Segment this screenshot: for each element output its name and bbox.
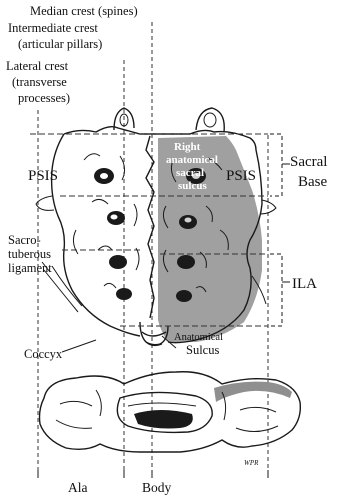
ila-bracket — [270, 254, 282, 326]
intermediate-crest-label-2: (articular pillars) — [18, 37, 102, 51]
median-crest-line — [146, 136, 154, 318]
canal-inner-1 — [128, 403, 196, 406]
psis-left-label: PSIS — [28, 168, 58, 184]
ala-texture-5 — [96, 390, 101, 416]
texture-13 — [104, 283, 116, 288]
sacrotuberous-label-1: Sacro- — [8, 233, 41, 247]
sacral-base-label-1: Sacral — [290, 154, 327, 170]
anatomical-sulcus-label-1: Anatomical — [174, 332, 223, 343]
vertebral-body — [134, 410, 193, 429]
median-crest-label: Median crest (spines) — [30, 4, 138, 18]
texture-6 — [134, 204, 137, 226]
sulcus-band-top — [214, 382, 292, 402]
psis-right-label: PSIS — [226, 168, 256, 184]
intermediate-crest-label-1: Intermediate crest — [8, 21, 98, 35]
left-foramen-3 — [109, 255, 127, 269]
left-foramen-1-highlight — [100, 173, 108, 179]
ala-texture-2 — [56, 420, 92, 428]
right-superior-tubercle — [196, 108, 224, 132]
ala-label: Ala — [68, 480, 88, 495]
right-foramen-2-highlight — [185, 218, 192, 223]
coccyx-label: Coccyx — [24, 347, 63, 361]
bottom-dimension — [38, 470, 268, 478]
anatomical-sulcus-label-2: Sulcus — [186, 343, 219, 357]
superior-tubercles — [114, 108, 224, 132]
texture-5 — [92, 199, 108, 204]
lateral-crest-label-2: (transverse — [12, 75, 67, 89]
texture-10 — [136, 248, 139, 270]
texture-1 — [84, 154, 100, 160]
left-foramen-4 — [116, 288, 132, 300]
ala-texture-4 — [236, 426, 278, 432]
ala-texture-3 — [240, 407, 276, 412]
sacral-base-bracket — [270, 134, 282, 196]
ala-texture-1 — [60, 401, 92, 406]
coccyx-leader — [62, 340, 96, 352]
left-foramen-2-highlight — [111, 215, 118, 220]
right-tubercle-pit — [204, 113, 216, 127]
coccyx-mid — [142, 332, 166, 336]
leader-lines — [42, 262, 176, 352]
right-sulcus-label-3: sacral — [176, 167, 204, 179]
sacral-base-label-2: Base — [298, 174, 328, 190]
left-lateral-border — [52, 134, 140, 336]
sacrotuberous-label-3: ligament — [8, 261, 52, 275]
right-foramen-4 — [176, 290, 192, 302]
left-auricular-notch — [36, 196, 54, 210]
right-foramen-3 — [177, 255, 195, 269]
body-label: Body — [142, 480, 172, 495]
texture-9 — [98, 246, 112, 250]
sacrum-superior-view — [40, 372, 301, 452]
sacrotuberous-label-2: tuberous — [8, 247, 51, 261]
ila-label: ILA — [292, 276, 317, 292]
lateral-crest-label-1: Lateral crest — [6, 59, 69, 73]
right-sulcus-shading — [158, 136, 262, 342]
right-sulcus-label-4: sulcus — [178, 180, 207, 192]
right-sulcus-label-2: anatomical — [166, 154, 218, 166]
lateral-crest-label-3: processes) — [18, 91, 70, 105]
artist-signature: WPR — [244, 459, 259, 467]
right-sulcus-label-1: Right — [174, 141, 201, 153]
